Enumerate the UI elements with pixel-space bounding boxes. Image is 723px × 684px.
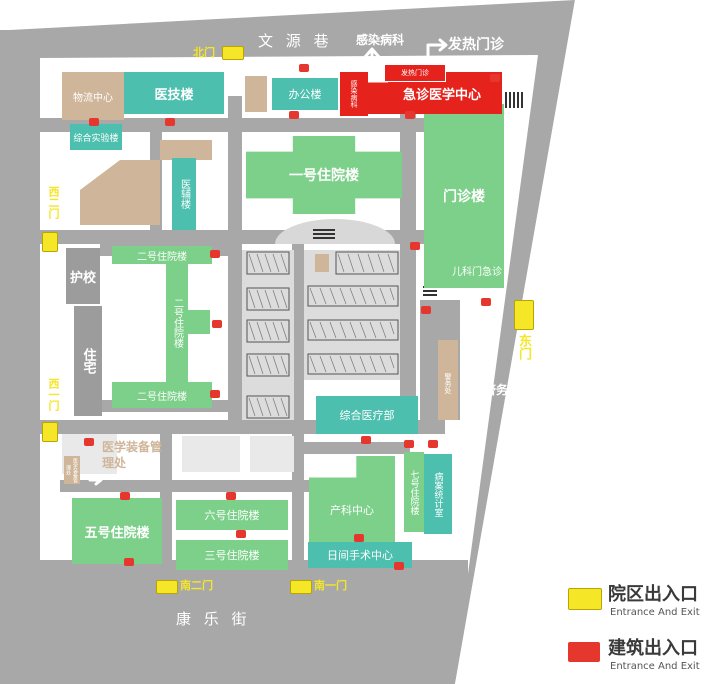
fever-building[interactable]: 发热门诊 [384, 64, 446, 82]
inpatient-2-wing[interactable]: 二号住院楼 [166, 262, 188, 384]
outpatient-building[interactable]: 门诊楼 [424, 104, 504, 288]
legend-building-sub: Entrance And Exit [610, 661, 700, 672]
fever-callout: 发热门诊 [448, 37, 504, 53]
gate-east-label: 东门 [516, 334, 531, 360]
clinic-building[interactable]: 综合医疗部 [316, 396, 418, 434]
police-callout: 警务处 [484, 383, 521, 397]
legend-campus-sub: Entrance And Exit [610, 607, 700, 618]
infect-callout: 感染病科 [356, 33, 405, 47]
entrance-inpatient6[interactable] [226, 492, 236, 500]
office-building[interactable]: 办公楼 [272, 78, 338, 110]
entrance-inpatient2-mid[interactable] [212, 320, 222, 328]
legend-building-icon [568, 642, 600, 662]
road-north-label: 文 源 巷 [258, 32, 333, 50]
entrance-clinic[interactable] [361, 436, 371, 444]
entrance-outpatient-south[interactable] [481, 298, 491, 306]
inpatient-2-north[interactable]: 二号住院楼 [112, 246, 212, 264]
gate-north-label: 北门 [193, 46, 215, 59]
gate-north-icon[interactable] [222, 46, 244, 60]
entrance-records[interactable] [428, 440, 438, 448]
inpatient-2-south[interactable]: 二号住院楼 [112, 382, 212, 408]
lab-building[interactable]: 综合实验楼 [70, 124, 122, 150]
gate-south2-icon[interactable] [156, 580, 178, 594]
legend-building-title: 建筑出入口 [608, 638, 698, 659]
entrance-logistics[interactable] [89, 118, 99, 126]
logistics-building[interactable]: 物流中心 [62, 72, 124, 120]
inpatient-6-building[interactable]: 六号住院楼 [176, 500, 288, 530]
entrance-outpatient-west[interactable] [410, 242, 420, 250]
emergency-label: 急诊医学中心 [402, 87, 481, 103]
records-callout: 病案统计室 [485, 508, 500, 583]
police-building: 警务处 [444, 372, 452, 394]
entrance-inpatient2-north[interactable] [210, 250, 220, 258]
entrance-emergency-east[interactable] [490, 74, 500, 82]
gate-east-icon[interactable] [514, 300, 534, 330]
gate-south1-icon[interactable] [290, 580, 312, 594]
entrance-office-south[interactable] [289, 111, 299, 119]
aux-building[interactable]: 医辅楼 [172, 158, 196, 230]
entrance-inpatient3[interactable] [236, 530, 246, 538]
residence-building[interactable]: 住宅 [74, 306, 102, 416]
records-building[interactable]: 病案统计室 [424, 454, 452, 534]
entrance-inpatient5[interactable] [120, 492, 130, 500]
road-east-label: 解放南路 [554, 300, 572, 400]
inpatient-5-building[interactable]: 五号住院楼 [72, 498, 162, 564]
equipment-small-building: 医学装备管理处 [64, 456, 80, 484]
inpatient-2-annex [186, 310, 210, 334]
entrance-inpatient5-south[interactable] [124, 558, 134, 566]
legend-campus-title: 院区出入口 [608, 584, 698, 605]
gate-west2-icon[interactable] [42, 232, 58, 252]
parking-lots [242, 250, 400, 420]
entrance-daysurg[interactable] [354, 534, 364, 542]
gate-south2-label: 南二门 [180, 579, 213, 592]
gate-west1-icon[interactable] [42, 422, 58, 442]
entrance-equipment[interactable] [84, 438, 94, 446]
road-south-label: 康 乐 街 [176, 610, 251, 628]
nursing-school[interactable]: 护校 [66, 248, 100, 304]
equipment-callout: 医学装备管理处 [102, 440, 163, 470]
gate-west2-label: 西二门 [47, 186, 60, 219]
pediatric-label: 儿科门急诊 [452, 267, 502, 278]
inpatient-7-building[interactable]: 七号住院楼 [404, 452, 424, 532]
entrance-daysurg-south[interactable] [394, 562, 404, 570]
medtech-building[interactable]: 医技楼 [124, 72, 224, 114]
entrance-inpatient7[interactable] [404, 440, 414, 448]
entrance-inpatient2-south[interactable] [210, 390, 220, 398]
inpatient-3-building[interactable]: 三号住院楼 [176, 540, 288, 570]
entrance-medtech[interactable] [165, 118, 175, 126]
obstetrics-label: 产科中心 [330, 504, 374, 517]
entrance-outpatient-sw[interactable] [421, 306, 431, 314]
legend-campus-icon [568, 588, 602, 610]
entrance-office[interactable] [299, 64, 309, 72]
entrance-emergency-west[interactable] [405, 111, 415, 119]
infect-building[interactable]: 感染病科 [340, 72, 368, 116]
gate-south1-label: 南一门 [314, 579, 347, 592]
gate-west1-label: 西一门 [47, 378, 60, 411]
